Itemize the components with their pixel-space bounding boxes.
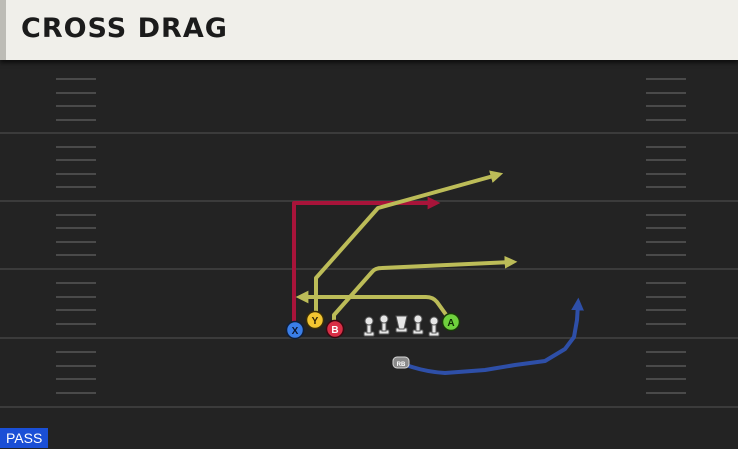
offensive-line: [363, 314, 440, 337]
route-rb-wheel: [405, 297, 584, 375]
routes: [292, 170, 584, 375]
running-back-icon[interactable]: RB: [392, 356, 410, 369]
receiver-y-icon[interactable]: Y: [305, 310, 325, 330]
play-type-badge: PASS: [0, 428, 49, 448]
offensive-lineman-icon: [412, 314, 424, 335]
receiver-a-icon[interactable]: A: [441, 312, 461, 332]
player-x-label: X: [292, 326, 299, 337]
play-header: CROSS DRAG: [0, 0, 738, 60]
center-icon: [395, 315, 408, 333]
receiver-b-icon[interactable]: B: [325, 319, 345, 339]
player-b-label: B: [331, 325, 338, 336]
route-x-red: [292, 196, 441, 323]
yard-lines: [0, 132, 738, 408]
route-a-drag: [295, 290, 449, 318]
offensive-lineman-icon: [378, 314, 390, 335]
player-rb-label: RB: [397, 362, 406, 368]
route-y-deep: [314, 170, 504, 314]
player-y-label: Y: [312, 316, 319, 327]
receiver-x-icon[interactable]: X: [285, 320, 305, 340]
offensive-lineman-icon: [363, 316, 375, 337]
player-a-label: A: [447, 318, 454, 329]
offensive-lineman-icon: [428, 316, 440, 337]
route-b-cross: [332, 255, 518, 323]
play-title: CROSS DRAG: [21, 13, 228, 44]
play-field: X Y B A RB: [0, 78, 738, 408]
hash-marks: [56, 78, 686, 394]
